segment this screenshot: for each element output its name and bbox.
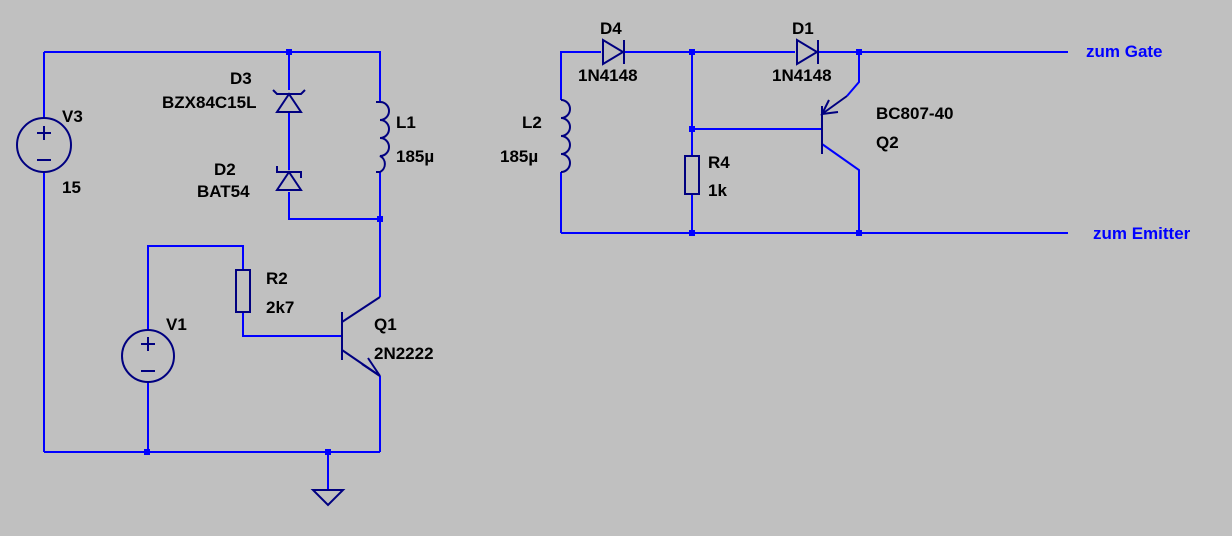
junction-dot	[377, 216, 383, 222]
junction-dot	[144, 449, 150, 455]
q1-collector	[341, 296, 381, 323]
q1-emitter-arrow	[361, 357, 381, 377]
resistor-icon	[235, 269, 251, 313]
voltage-source-v1[interactable]	[121, 329, 175, 383]
q2-emitter-arrow	[820, 99, 839, 116]
d3-value: BZX84C15L	[162, 93, 256, 112]
r2-value: 2k7	[266, 298, 294, 317]
wires-right	[560, 51, 1068, 234]
junction-dot	[689, 126, 695, 132]
d1-name: D1	[792, 19, 814, 38]
net-label-gate: zum Gate	[1086, 42, 1163, 61]
v1-name: V1	[166, 315, 187, 334]
inductor-icon	[560, 99, 571, 173]
pnp-transistor-q2[interactable]	[820, 95, 848, 154]
d4-value: 1N4148	[578, 66, 638, 85]
q2-emitter	[821, 95, 848, 115]
diode-icon	[796, 38, 819, 66]
junction-dot	[286, 49, 292, 55]
voltage-source-icon	[121, 329, 175, 383]
net-label-emitter: zum Emitter	[1093, 224, 1191, 243]
npn-transistor-q1[interactable]	[341, 296, 381, 377]
l2-name: L2	[522, 113, 542, 132]
inductor-icon	[379, 101, 390, 173]
l1-value: 185µ	[396, 147, 434, 166]
schottky-diode-d2[interactable]	[275, 166, 303, 191]
v3-name: V3	[62, 107, 83, 126]
q1-value: 2N2222	[374, 344, 434, 363]
v3-value: 15	[62, 178, 81, 197]
schottky-diode-icon	[275, 170, 303, 191]
zener-cathode-bar	[272, 89, 306, 95]
inductor-l2[interactable]	[560, 99, 571, 173]
diode-d4[interactable]	[602, 38, 625, 66]
resistor-r4[interactable]	[684, 155, 700, 195]
d3-name: D3	[230, 69, 252, 88]
diode-icon	[602, 38, 625, 66]
resistor-r2[interactable]	[235, 269, 251, 313]
junction-dot	[856, 49, 862, 55]
q2-name: Q2	[876, 133, 899, 152]
voltage-source-icon	[16, 117, 72, 173]
q1-name: Q1	[374, 315, 397, 334]
inductor-l1[interactable]	[376, 101, 390, 173]
schottky-cathode-bar	[276, 166, 302, 178]
d2-value: BAT54	[197, 182, 250, 201]
d2-name: D2	[214, 160, 236, 179]
junctions-right	[689, 49, 862, 236]
d4-name: D4	[600, 19, 622, 38]
r4-name: R4	[708, 153, 730, 172]
junction-dot	[689, 49, 695, 55]
l1-name: L1	[396, 113, 416, 132]
junction-dot	[856, 230, 862, 236]
d1-value: 1N4148	[772, 66, 832, 85]
r4-value: 1k	[708, 181, 727, 200]
zener-diode-icon	[275, 92, 303, 113]
resistor-icon	[684, 155, 700, 195]
junctions-left	[144, 49, 383, 455]
q2-value: BC807-40	[876, 104, 954, 123]
voltage-source-v3[interactable]	[16, 117, 72, 173]
r2-name: R2	[266, 269, 288, 288]
ground-icon	[310, 489, 346, 507]
junction-dot	[325, 449, 331, 455]
l2-value: 185µ	[500, 147, 538, 166]
wires-left	[43, 51, 381, 490]
zener-diode-d3[interactable]	[272, 89, 306, 113]
diode-d1[interactable]	[796, 38, 819, 66]
junction-dot	[689, 230, 695, 236]
